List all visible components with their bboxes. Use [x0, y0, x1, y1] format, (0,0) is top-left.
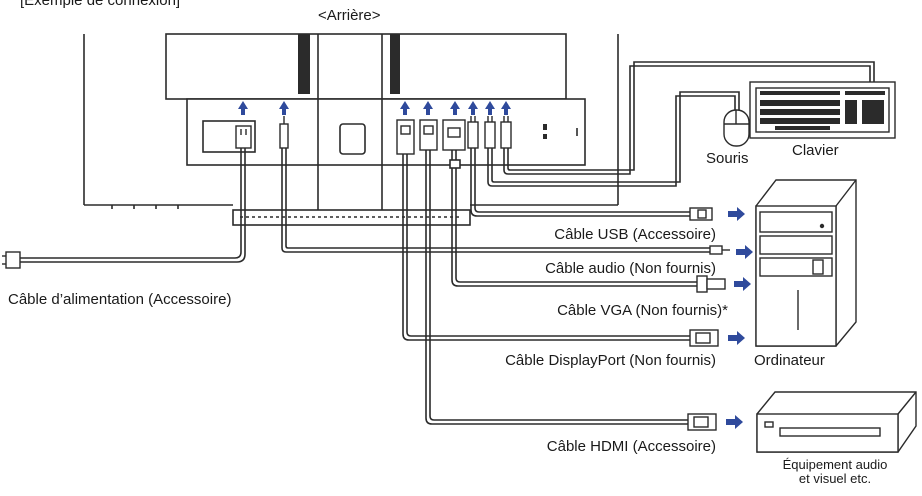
- av-equipment-illustration: [756, 391, 917, 453]
- computer-label: Ordinateur: [754, 352, 825, 369]
- rear-label: <Arrière>: [318, 7, 381, 24]
- av-equipment-label: Équipement audio et visuel etc.: [765, 458, 905, 486]
- usb-cable-label: Câble USB (Accessoire): [554, 226, 716, 243]
- port-arrows: [238, 101, 511, 115]
- power-cable-label: Câble d’alimentation (Accessoire): [8, 291, 232, 308]
- monitor-rear: [83, 33, 619, 226]
- side-arrows: [726, 207, 753, 429]
- keyboard-illustration: [749, 81, 896, 139]
- cable-end-connectors: [2, 207, 730, 431]
- mouse-label: Souris: [706, 150, 749, 167]
- example-title: [Exemple de connexion]: [20, 0, 181, 9]
- av-equipment-label-line2: et visuel etc.: [798, 471, 872, 486]
- hdmi-cable-label: Câble HDMI (Accessoire): [546, 438, 716, 455]
- keyboard-label: Clavier: [792, 142, 839, 159]
- monitor-plugs: [235, 116, 512, 155]
- computer-illustration: [755, 179, 857, 347]
- av-equipment-label-line1: Équipement audio: [782, 457, 888, 472]
- vga-cable-label: Câble VGA (Non fournis)*: [557, 302, 728, 319]
- displayport-cable-label: Câble DisplayPort (Non fournis): [505, 352, 716, 369]
- audio-cable-label: Câble audio (Non fournis): [545, 260, 716, 277]
- cables: [16, 61, 875, 425]
- mouse-illustration: [723, 109, 750, 147]
